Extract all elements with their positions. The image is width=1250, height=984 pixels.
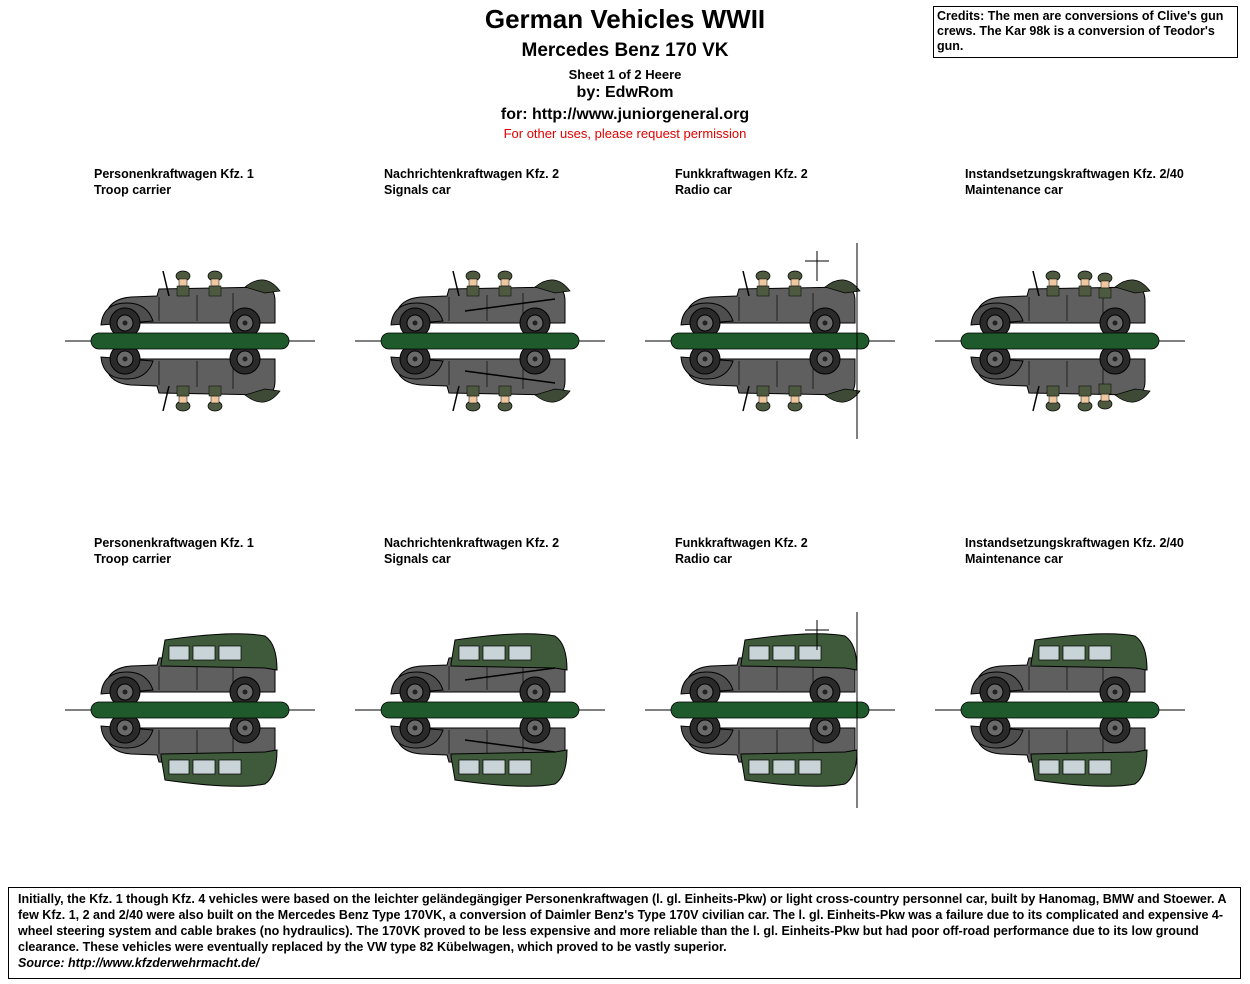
vehicle-side-view [680, 270, 861, 339]
vehicle-miniature [935, 610, 1185, 810]
base-strip [90, 332, 290, 350]
vehicle-side-view [390, 270, 571, 339]
base-strip [960, 701, 1160, 719]
vehicle-side-view [970, 633, 1148, 708]
sheet-label: Sheet 1 of 2 Heere [568, 67, 682, 82]
vehicle-side-view [970, 270, 1151, 339]
vehicle-side-view [390, 633, 568, 708]
permission-note: For other uses, please request permissio… [503, 126, 747, 141]
vehicle-mirror-view [680, 343, 861, 412]
vehicle-mirror-view [100, 712, 278, 787]
base-strip [670, 701, 870, 719]
base-strip [960, 332, 1160, 350]
vehicle-mirror-view [970, 712, 1148, 787]
vehicle-miniature [645, 610, 895, 810]
base-strip [90, 701, 290, 719]
vehicle-mirror-view [680, 712, 858, 787]
vehicle-miniature [645, 241, 895, 441]
vehicle-side-view [100, 270, 281, 339]
vehicle-miniature [65, 241, 315, 441]
vehicle-miniature [65, 610, 315, 810]
vehicle-mirror-view [390, 712, 568, 787]
vehicle-side-view [680, 633, 858, 708]
vehicle-miniature [355, 241, 605, 441]
base-strip [380, 332, 580, 350]
base-strip [380, 701, 580, 719]
vehicle-mirror-view [100, 343, 281, 412]
base-strip [670, 332, 870, 350]
description-text: Initially, the Kfz. 1 though Kfz. 4 vehi… [18, 892, 1227, 954]
credits-box: Credits: The men are conversions of Cliv… [933, 6, 1238, 58]
vehicle-miniature [935, 241, 1185, 441]
vehicle-side-view [100, 633, 278, 708]
page-title: German Vehicles WWII [484, 4, 766, 34]
description-box: Initially, the Kfz. 1 though Kfz. 4 vehi… [8, 887, 1241, 979]
vehicle-miniature [355, 610, 605, 810]
vehicle-mirror-view [390, 343, 571, 412]
vehicle-mirror-view [970, 343, 1151, 412]
page-subtitle: Mercedes Benz 170 VK [521, 40, 729, 61]
author-label: by: EdwRom [576, 84, 674, 101]
site-label: for: http://www.juniorgeneral.org [500, 106, 750, 123]
source-citation: Source: http://www.kfzderwehrmacht.de/ [18, 956, 260, 970]
